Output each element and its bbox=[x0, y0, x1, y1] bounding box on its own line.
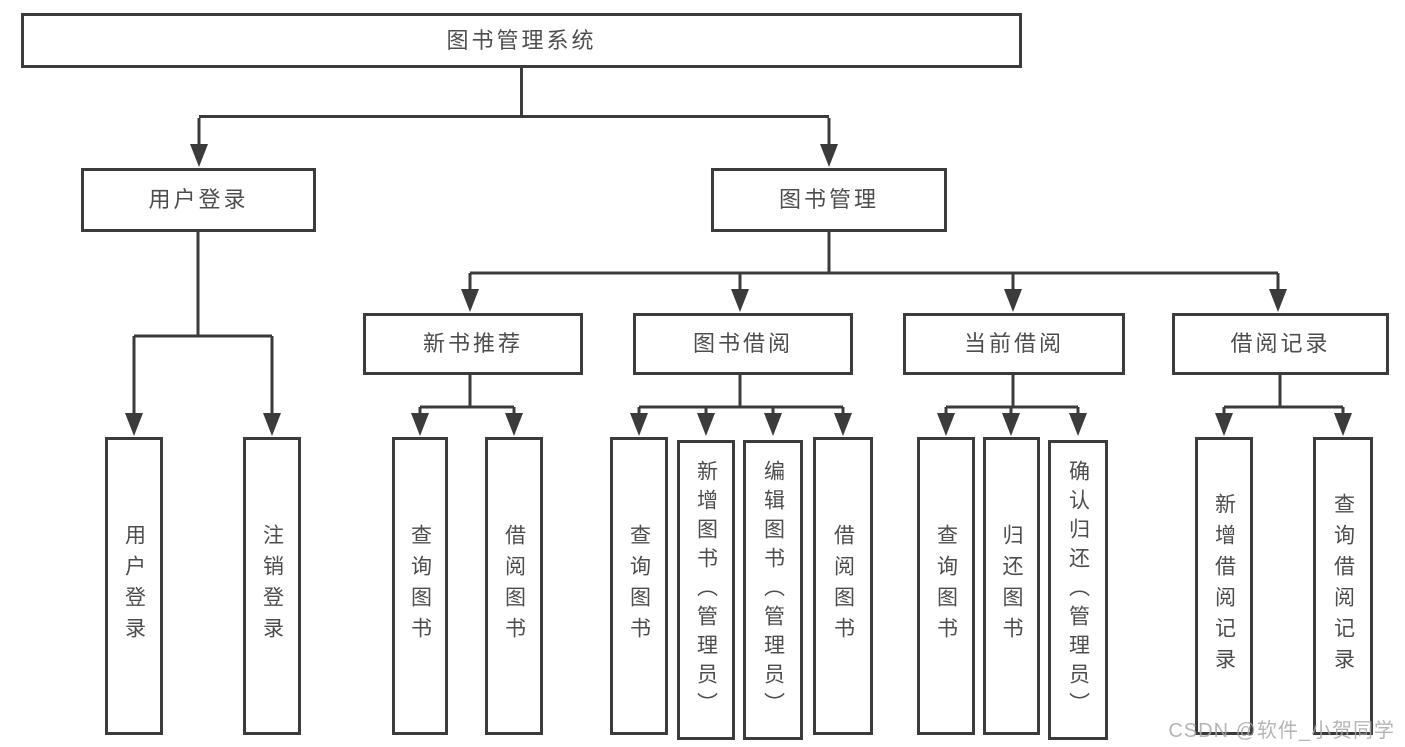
leaf-query-borrow-record: 查询借阅记录 bbox=[1313, 437, 1373, 735]
node-user-login: 用户登录 bbox=[81, 168, 316, 232]
arrowheads bbox=[125, 144, 1352, 436]
node-root: 图书管理系统 bbox=[21, 13, 1022, 68]
leaf-user-login: 用户登录 bbox=[105, 437, 163, 735]
node-borrow-record: 借阅记录 bbox=[1172, 313, 1389, 375]
leaf-borrow-books-2: 借阅图书 bbox=[813, 437, 873, 735]
leaf-query-books-borrow: 查询图书 bbox=[610, 437, 668, 735]
leaf-return-book: 归还图书 bbox=[983, 437, 1040, 735]
leaf-query-books-recommend: 查询图书 bbox=[392, 437, 448, 735]
leaf-confirm-return-admin: 确认归还（管理员） bbox=[1048, 440, 1108, 740]
leaf-edit-book-admin: 编辑图书（管理员） bbox=[743, 440, 803, 740]
node-book-management: 图书管理 bbox=[711, 168, 947, 232]
node-new-book-recommend: 新书推荐 bbox=[363, 313, 583, 375]
node-book-borrow: 图书借阅 bbox=[633, 313, 853, 375]
leaf-query-books-current: 查询图书 bbox=[917, 437, 975, 735]
leaf-add-borrow-record: 新增借阅记录 bbox=[1195, 437, 1253, 735]
node-current-borrow: 当前借阅 bbox=[903, 313, 1125, 375]
csdn-watermark: CSDN @软件_小贺同学 bbox=[1168, 720, 1395, 742]
leaf-add-book-admin: 新增图书（管理员） bbox=[677, 440, 735, 740]
leaf-logout: 注销登录 bbox=[243, 437, 301, 735]
leaf-borrow-books-recommend: 借阅图书 bbox=[485, 437, 543, 735]
